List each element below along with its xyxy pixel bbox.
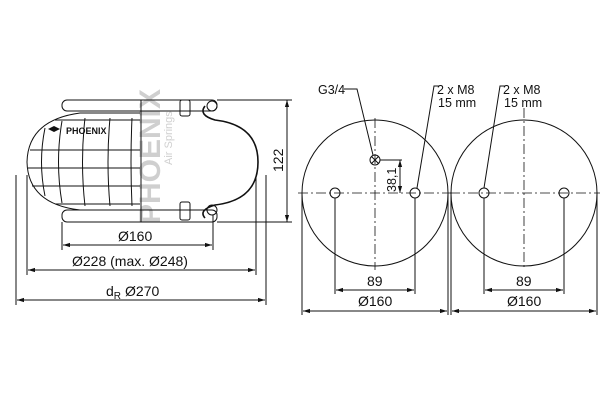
air-connection-label: G3/4 xyxy=(318,83,345,97)
watermark: PHOENIX Air Springs xyxy=(134,89,175,224)
hole-spacing-dimension: 89 xyxy=(516,273,532,289)
hole-spacing-dimension: 89 xyxy=(367,273,383,289)
outer-diameter-dimension: Ø228 (max. Ø248) xyxy=(72,253,188,269)
bottom-stud xyxy=(179,201,191,221)
plate-diameter-dimension: Ø160 xyxy=(507,293,541,309)
phoenix-logo: PHOENIX xyxy=(66,126,107,136)
thread-label: 2 x M8 xyxy=(437,83,475,97)
bellows-ribs xyxy=(28,117,140,207)
plate-diameter-dimension: Ø160 xyxy=(358,293,392,309)
watermark-sub: Air Springs xyxy=(163,111,175,165)
top-plate-view: G3/4 2 x M8 15 mm 38,1 89 Ø160 xyxy=(298,83,476,315)
height-dimension: 122 xyxy=(270,148,286,172)
thread-depth-label: 15 mm xyxy=(504,96,542,110)
thread-label: 2 x M8 xyxy=(503,83,541,97)
inner-diameter-dimension: Ø160 xyxy=(118,228,152,244)
bottom-plate-view: 2 x M8 15 mm 89 Ø160 xyxy=(450,83,600,315)
offset-dimension: 38,1 xyxy=(385,168,399,192)
bellows-exterior xyxy=(26,112,140,211)
bellows-section xyxy=(202,105,259,219)
top-stud xyxy=(179,99,191,117)
thread-depth-label: 15 mm xyxy=(438,96,476,110)
logo-mark-icon xyxy=(48,126,60,132)
